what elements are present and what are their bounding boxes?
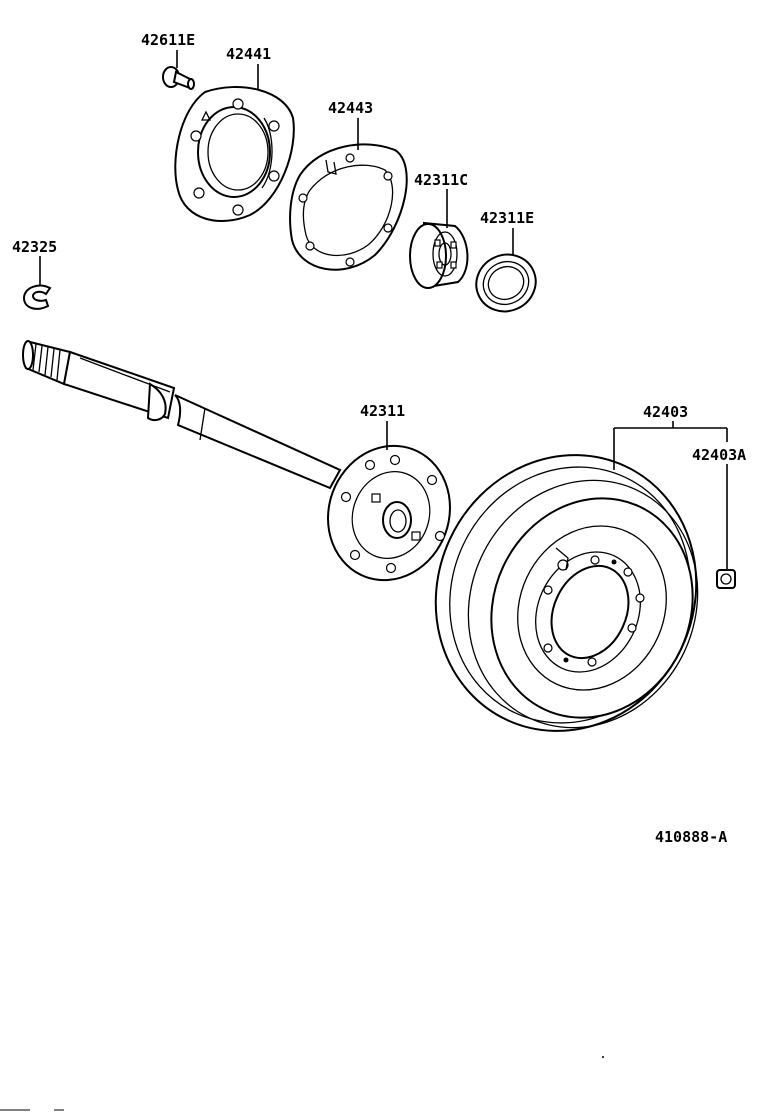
gasket-part <box>289 143 408 271</box>
label-42441: 42441 <box>226 45 271 63</box>
label-42311: 42311 <box>360 402 405 420</box>
oil-seal-part <box>475 253 537 313</box>
hole-plug-part <box>716 569 736 589</box>
scan-artifacts <box>0 1056 604 1111</box>
leader-lines <box>39 50 728 570</box>
reference-code: 410888-A <box>655 828 727 846</box>
label-42403: 42403 <box>643 403 688 421</box>
label-42311C: 42311C <box>414 171 468 189</box>
clip-part <box>22 284 52 310</box>
bearing-retainer-part <box>174 86 295 223</box>
label-42311E: 42311E <box>480 209 534 227</box>
label-42611E: 42611E <box>141 31 195 49</box>
label-42403A: 42403A <box>692 446 746 464</box>
label-42443: 42443 <box>328 99 373 117</box>
part-number-labels: 42611E 42441 42443 42311C 42311E 42325 4… <box>12 31 746 846</box>
label-42325: 42325 <box>12 238 57 256</box>
bolt-part <box>162 66 195 90</box>
bearing-part <box>409 221 469 289</box>
axle-shaft-part <box>22 340 451 582</box>
brake-drum-part <box>434 454 699 732</box>
